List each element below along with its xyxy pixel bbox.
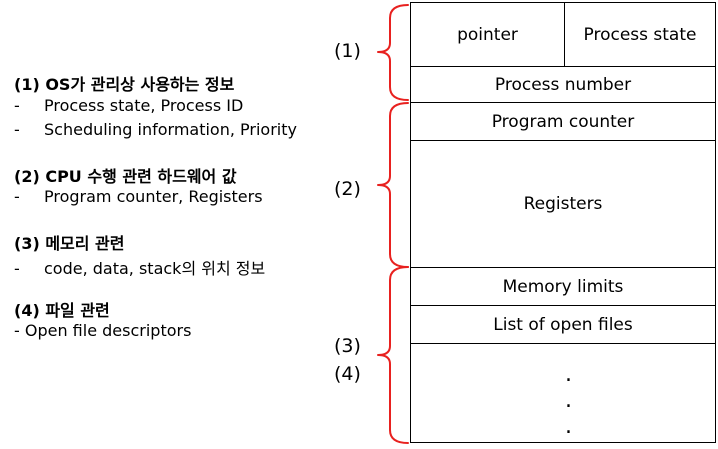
pcb-row-program-counter: Program counter: [411, 103, 715, 141]
section-2-item-1: - Program counter, Registers: [14, 187, 263, 206]
item-text: Scheduling information, Priority: [44, 120, 297, 139]
process-state-cell: Process state: [583, 24, 697, 45]
bullet-dash: -: [14, 187, 20, 206]
brace-1: [377, 4, 409, 101]
pcb-table: pointer Process state Process number Pro…: [410, 2, 716, 443]
pcb-row-pointer-state: pointer Process state: [411, 3, 715, 67]
section-4-title: (4) 파일 관련: [14, 301, 110, 320]
section-1-title: (1) OS가 관리상 사용하는 정보: [14, 75, 235, 94]
item-text: Process state, Process ID: [44, 96, 244, 115]
ellipsis-dot: .: [565, 414, 572, 439]
section-3-title: (3) 메모리 관련: [14, 234, 125, 253]
pcb-row-open-files: List of open files: [411, 306, 715, 344]
pcb-row-registers: Registers: [411, 141, 715, 268]
bullet-dash: -: [14, 120, 20, 139]
section-3-item-1: - code, data, stack의 위치 정보: [14, 255, 265, 279]
item-text: Program counter, Registers: [44, 187, 263, 206]
pcb-row-more: . . .: [411, 344, 715, 442]
section-2-title: (2) CPU 수행 관련 하드웨어 값: [14, 167, 237, 186]
pointer-cell: pointer: [411, 3, 565, 66]
ellipsis-dot: .: [565, 362, 572, 387]
section-1-item-2: - Scheduling information, Priority: [14, 120, 297, 139]
bracket-label-2: (2): [334, 178, 361, 200]
bracket-label-4: (4): [334, 363, 361, 385]
bracket-label-3: (3): [334, 335, 361, 357]
item-text: code, data, stack의 위치 정보: [44, 259, 266, 278]
item-text: - Open file descriptors: [14, 321, 192, 340]
bullet-dash: -: [14, 96, 20, 115]
bullet-dash: -: [14, 259, 20, 278]
pcb-row-process-number: Process number: [411, 67, 715, 103]
pcb-row-memory-limits: Memory limits: [411, 268, 715, 306]
brace-3: [377, 266, 409, 444]
ellipsis-dot: .: [565, 388, 572, 413]
bracket-label-1: (1): [334, 40, 361, 62]
section-4-item-1: - Open file descriptors: [14, 321, 191, 340]
section-1-item-1: - Process state, Process ID: [14, 96, 243, 115]
brace-2: [377, 102, 409, 268]
